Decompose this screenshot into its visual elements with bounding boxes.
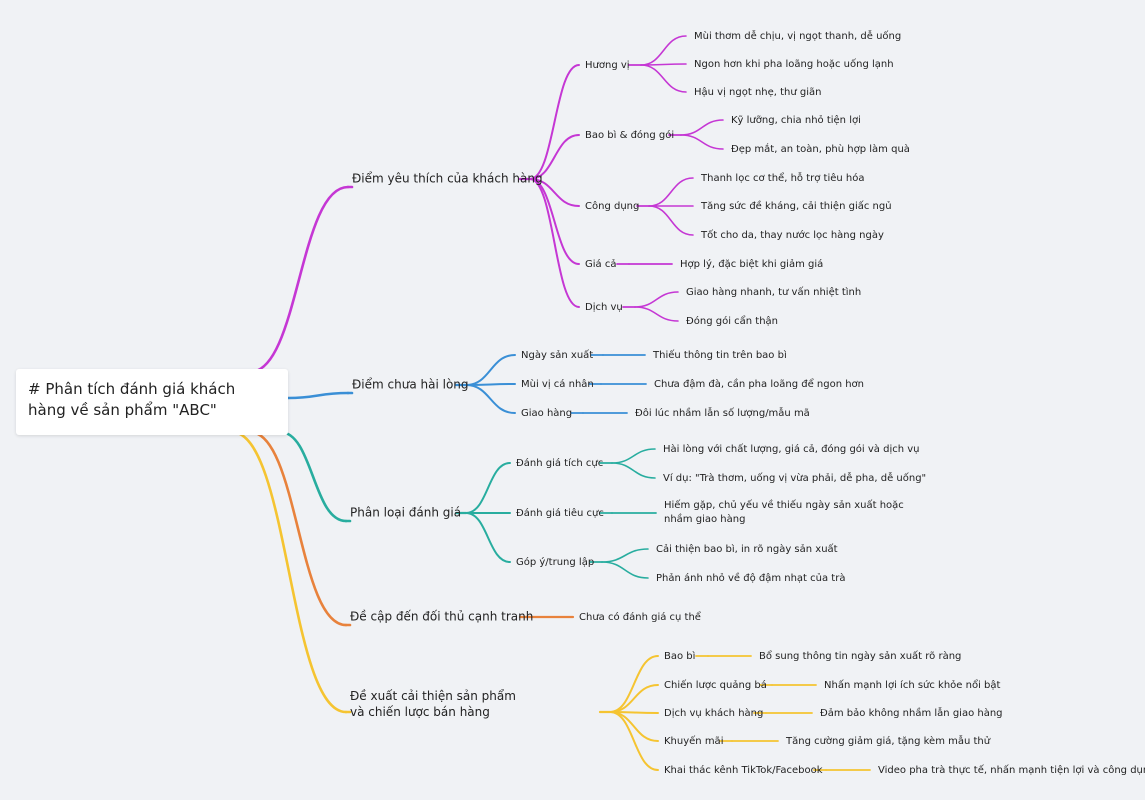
subtopic-label[interactable]: Chưa đậm đà, cần pha loãng để ngon hơn [654, 377, 864, 390]
topic-label[interactable]: Dịch vụ khách hàng [664, 707, 763, 719]
topic-connector [465, 512, 511, 563]
subtopic-label[interactable]: Đẹp mắt, an toàn, phù hợp làm quà [731, 142, 910, 155]
topic-connector [465, 384, 516, 414]
subtopic-connector [611, 448, 656, 464]
topic-connector [465, 354, 516, 386]
subtopic-connector [680, 119, 724, 136]
topic-label[interactable]: Bao bì [664, 650, 696, 662]
topic-label[interactable]: Đánh giá tiêu cực [516, 507, 604, 519]
mindmap-labels: Điểm yêu thích của khách hàng Hương vị Mùi… [350, 29, 1145, 776]
subtopic-label[interactable]: Hậu vị ngọt nhẹ, thư giãn [694, 86, 822, 98]
subtopic-label[interactable]: Ngon hơn khi pha loãng hoặc uống lạnh [694, 58, 894, 70]
subtopic-label[interactable]: Đóng gói cẩn thận [686, 314, 778, 327]
subtopic-label[interactable]: Tốt cho da, thay nước lọc hàng ngày [700, 229, 884, 241]
subtopic-label[interactable]: Thiếu thông tin trên bao bì [652, 349, 787, 361]
mindmap-connectors [230, 35, 871, 771]
topic-connector [609, 711, 659, 771]
topic-label[interactable]: Công dụng [585, 200, 639, 212]
topic-label[interactable]: Hương vị [585, 60, 630, 71]
topic-connector [465, 383, 516, 386]
topic-label[interactable]: Mùi vị cá nhân [521, 378, 594, 390]
subtopic-label[interactable]: Thanh lọc cơ thể, hỗ trợ tiêu hóa [700, 171, 864, 184]
branch-connector [230, 430, 348, 714]
subtopic-label[interactable]: Tăng sức đề kháng, cải thiện giấc ngủ [700, 200, 892, 212]
branch-connector [286, 391, 350, 400]
subtopic-label[interactable]: Video pha trà thực tế, nhấn mạnh tiện lợ… [878, 764, 1145, 776]
topic-connector [529, 178, 580, 207]
subtopic-connector [601, 548, 649, 563]
topic-connector [529, 64, 580, 180]
subtopic-label[interactable]: Bổ sung thông tin ngày sản xuất rõ ràng [759, 649, 961, 662]
root-topic[interactable]: # Phân tích đánh giá khách hàng về sản p… [16, 369, 288, 435]
subtopic-label[interactable]: Đôi lúc nhầm lẫn số lượng/mẫu mã [635, 406, 810, 419]
topic-connector [465, 462, 511, 514]
topic-connector [609, 655, 659, 713]
subtopic-label[interactable]: Phản ánh nhỏ về độ đậm nhạt của trà [656, 572, 845, 584]
branch-connector [248, 430, 348, 627]
subtopic-label[interactable]: Hiếm gặp, chủ yếu về thiếu ngày sản xuất… [664, 499, 904, 525]
root-topic-title: # Phân tích đánh giá khách hàng về sản p… [28, 380, 236, 419]
topic-label[interactable]: Khuyến mãi [664, 735, 723, 747]
topic-label[interactable]: Chưa có đánh giá cụ thể [579, 610, 702, 623]
branch-label[interactable]: Điểm chưa hài lòng [352, 378, 469, 392]
subtopic-label[interactable]: Tăng cường giảm giá, tặng kèm mẫu thử [785, 734, 991, 747]
subtopic-connector [640, 64, 687, 93]
branch-label[interactable]: Điểm yêu thích của khách hàng [352, 172, 543, 186]
subtopic-connector [640, 35, 687, 66]
subtopic-label[interactable]: Đảm bảo không nhầm lẫn giao hàng [820, 706, 1003, 719]
subtopic-connector [634, 306, 679, 322]
subtopic-connector [634, 291, 679, 308]
topic-connector [609, 684, 659, 713]
topic-label[interactable]: Khai thác kênh TikTok/Facebook [664, 764, 823, 776]
topic-label[interactable]: Góp ý/trung lập [516, 556, 594, 568]
branch-label[interactable]: Phân loại đánh giá [350, 506, 461, 520]
subtopic-label[interactable]: Nhấn mạnh lợi ích sức khỏe nổi bật [824, 678, 1001, 691]
subtopic-connector [648, 177, 694, 207]
subtopic-label[interactable]: Mùi thơm dễ chịu, vị ngọt thanh, dễ uống [694, 29, 901, 42]
topic-connector [529, 178, 580, 308]
subtopic-label[interactable]: Giao hàng nhanh, tư vấn nhiệt tình [686, 286, 861, 298]
topic-label[interactable]: Ngày sản xuất [521, 349, 593, 361]
branch-connector [278, 430, 348, 523]
branch-connector [248, 185, 350, 374]
branch-label[interactable]: Đề cập đến đối thủ cạnh tranh [350, 610, 533, 624]
topic-label[interactable]: Giá cả [585, 258, 616, 270]
subtopic-connector [601, 561, 649, 579]
subtopic-connector [611, 462, 656, 479]
topic-label[interactable]: Chiến lược quảng bá [664, 679, 767, 691]
subtopic-label[interactable]: Kỹ lưỡng, chia nhỏ tiện lợi [731, 114, 861, 126]
subtopic-label[interactable]: Hợp lý, đặc biệt khi giảm giá [680, 258, 823, 270]
subtopic-connector [680, 134, 724, 150]
subtopic-label[interactable]: Ví dụ: "Trà thơm, uống vị vừa phải, dễ p… [663, 471, 926, 484]
topic-label[interactable]: Bao bì & đóng gói [585, 129, 674, 141]
topic-label[interactable]: Đánh giá tích cực [516, 457, 603, 469]
topic-label[interactable]: Dịch vụ [585, 302, 623, 313]
topic-label[interactable]: Giao hàng [521, 407, 572, 419]
topic-connector [529, 134, 580, 180]
subtopic-label[interactable]: Hài lòng với chất lượng, giá cả, đóng gó… [663, 443, 920, 455]
subtopic-connector [648, 205, 694, 236]
topic-connector [609, 711, 659, 742]
subtopic-label[interactable]: Cải thiện bao bì, in rõ ngày sản xuất [656, 543, 838, 555]
